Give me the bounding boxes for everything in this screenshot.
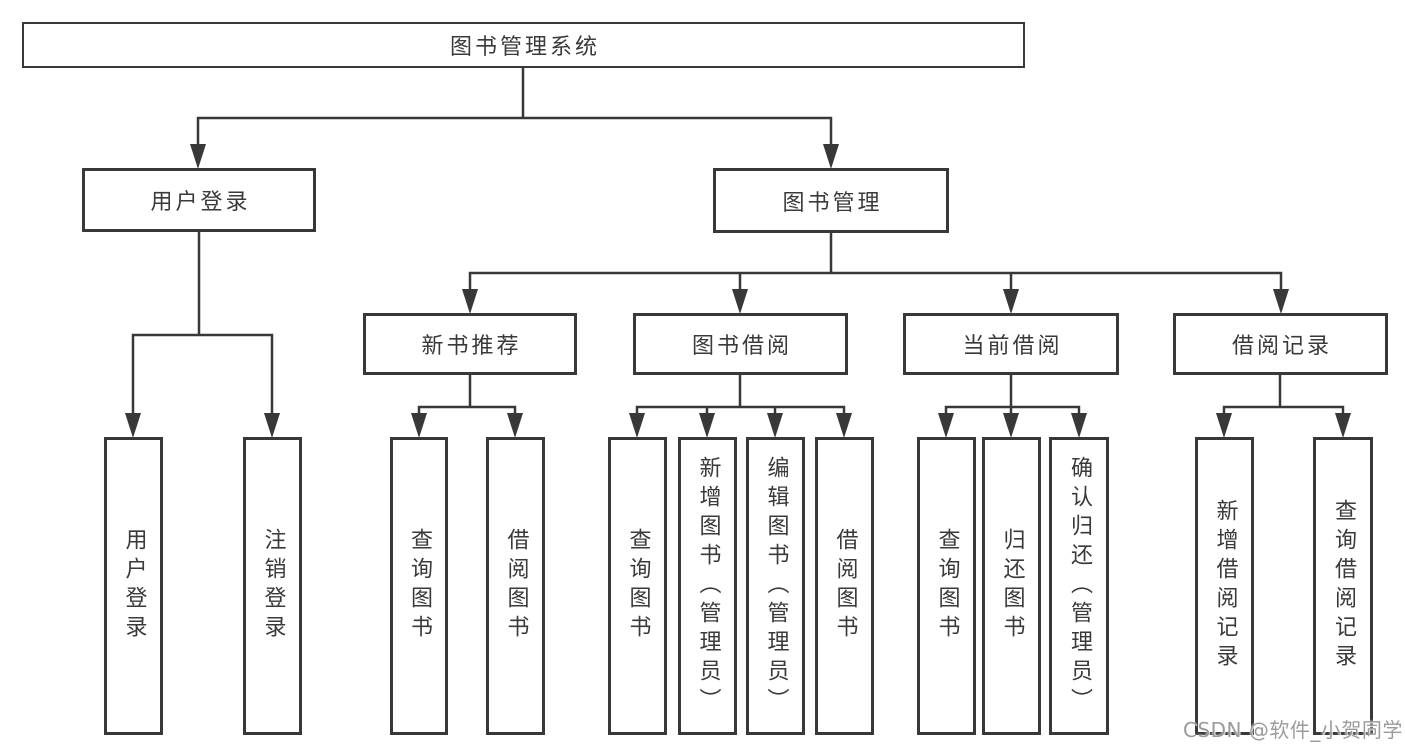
leaf-confirm-return-admin: 确认归还（管理员） bbox=[1049, 437, 1109, 735]
csdn-watermark: CSDN @软件_小贺同学 bbox=[1183, 718, 1403, 742]
leaf-logout: 注销登录 bbox=[243, 437, 302, 735]
node-new-book-recommend: 新书推荐 bbox=[363, 313, 577, 375]
leaf-user-login: 用户登录 bbox=[104, 437, 163, 735]
leaf-recommend-borrow-books: 借阅图书 bbox=[486, 437, 545, 735]
leaf-edit-books-admin: 编辑图书（管理员） bbox=[746, 437, 805, 735]
node-user-login: 用户登录 bbox=[82, 168, 316, 232]
node-current-borrowing: 当前借阅 bbox=[903, 313, 1119, 375]
leaf-query-borrow-record: 查询借阅记录 bbox=[1313, 437, 1373, 735]
leaf-current-query-books: 查询图书 bbox=[917, 437, 976, 735]
leaf-borrow-books: 借阅图书 bbox=[815, 437, 874, 735]
node-book-management: 图书管理 bbox=[713, 168, 949, 233]
leaf-add-books-admin: 新增图书（管理员） bbox=[678, 437, 737, 735]
leaf-add-borrow-record: 新增借阅记录 bbox=[1195, 437, 1254, 735]
node-borrowing-records: 借阅记录 bbox=[1173, 313, 1388, 375]
leaf-recommend-query-books: 查询图书 bbox=[390, 437, 448, 735]
node-book-borrowing: 图书借阅 bbox=[633, 313, 848, 375]
node-root: 图书管理系统 bbox=[22, 22, 1025, 68]
leaf-borrow-query-books: 查询图书 bbox=[608, 437, 667, 735]
leaf-return-books: 归还图书 bbox=[982, 437, 1041, 735]
